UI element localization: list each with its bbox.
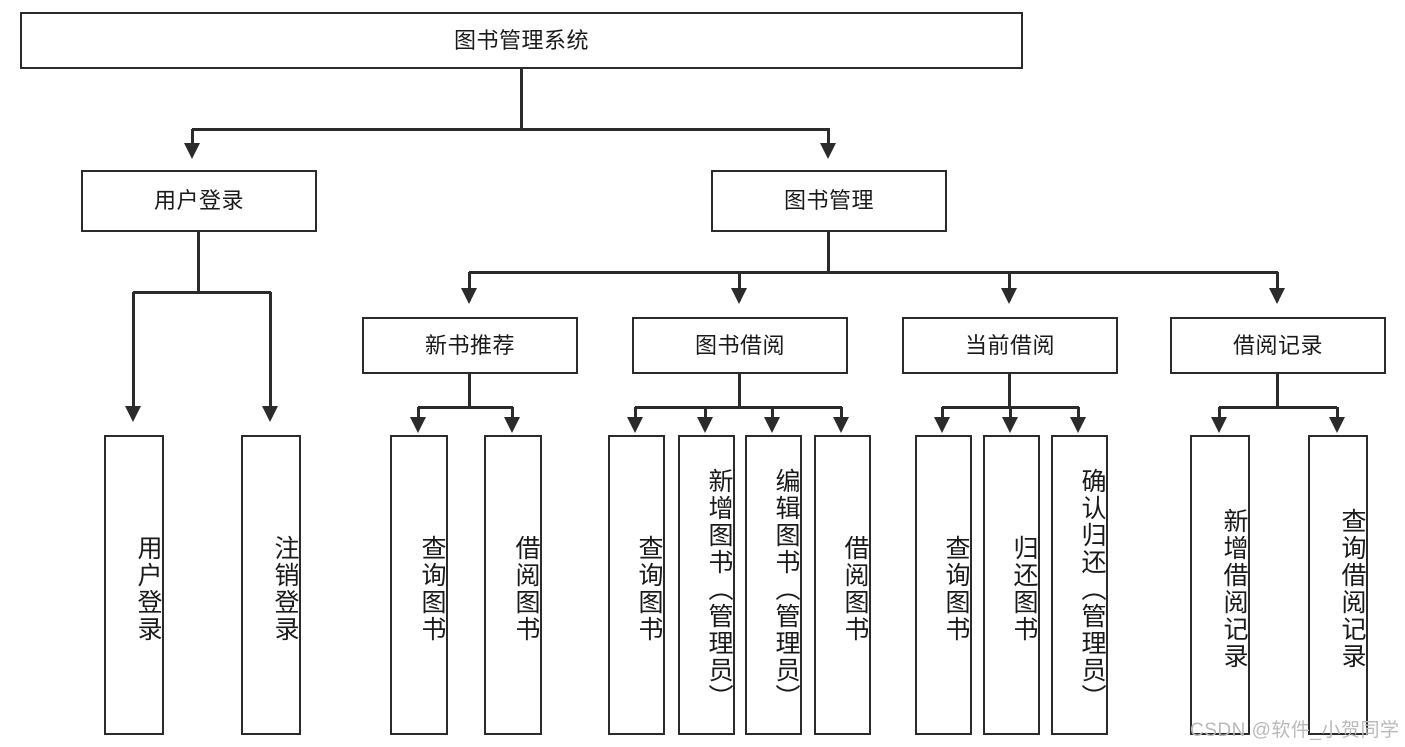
connector-borrow-to-l4 [840,407,843,419]
arrow-to-record-icon [1269,288,1285,304]
node-leaf-查询借阅记录-12: 查询借阅记录 [1308,435,1368,735]
node-level2-图书管理-1: 图书管理 [711,170,947,232]
connector-books-bus [469,271,1278,274]
arrow-to-books-icon [820,143,836,159]
node-level2-用户登录-0: 用户登录 [81,170,317,232]
arrow-borrow-l2-icon [697,417,713,433]
connector-books-to-n4 [1276,272,1279,301]
node-leaf-新增图书管理员-5: 新增图书（管理员） [678,435,735,735]
arrow-to-current-icon [1001,288,1017,304]
arrow-borrow-l4-icon [833,417,849,433]
connector-record-bus [1219,406,1337,409]
connector-login-bus [133,291,271,294]
connector-books-to-n1 [468,272,471,301]
connector-login-to-c2 [269,292,272,418]
connector-new-bus [418,406,513,409]
connector-borrow-to-l1 [634,407,637,419]
connector-new-to-l1 [417,407,420,419]
connector-current-to-l1 [941,407,944,419]
node-leaf-新增借阅记录-11: 新增借阅记录 [1190,435,1250,735]
arrow-record-l1-icon [1211,417,1227,433]
node-leaf-注销登录-1: 注销登录 [241,435,301,735]
node-level3-图书借阅-1: 图书借阅 [632,317,848,374]
node-leaf-查询图书-2: 查询图书 [390,435,448,735]
arrow-borrow-l1-icon [627,417,643,433]
connector-current-to-l3 [1077,407,1080,419]
arrow-to-login-c1-icon [125,406,141,422]
arrow-to-login-c2-icon [262,406,278,422]
node-leaf-确认归还管理员-10: 确认归还（管理员） [1051,435,1108,735]
arrow-record-l2-icon [1329,417,1345,433]
node-level3-当前借阅-2: 当前借阅 [902,317,1118,374]
connector-record-to-l1 [1218,407,1221,419]
node-level3-新书推荐-0: 新书推荐 [362,317,578,374]
node-leaf-查询图书-8: 查询图书 [915,435,972,735]
connector-borrow-to-l3 [771,407,774,419]
arrow-to-borrow-icon [731,288,747,304]
connector-borrow-to-l2 [704,407,707,419]
connector-record-to-l2 [1336,407,1339,419]
connector-new-to-l2 [511,407,514,419]
connector-login-stem [197,232,200,292]
connector-login-to-c1 [132,292,135,418]
connector-root-to-login [191,129,194,155]
connector-new-stem [468,374,471,407]
node-leaf-借阅图书-7: 借阅图书 [814,435,871,735]
arrow-to-login-icon [184,143,200,159]
connector-borrow-stem [738,374,741,407]
connector-current-stem [1008,374,1011,407]
arrow-borrow-l3-icon [764,417,780,433]
connector-root-to-books [827,129,830,155]
watermark-label: CSDN @软件_小贺同学 [1190,720,1400,741]
arrow-new-l2-icon [504,417,520,433]
connector-borrow-bus [635,406,842,409]
connector-books-to-n2 [738,272,741,301]
arrow-current-l1-icon [934,417,950,433]
arrow-current-l2-icon [1002,417,1018,433]
node-root-图书管理系统-0: 图书管理系统 [20,12,1023,69]
node-leaf-编辑图书管理员-6: 编辑图书（管理员） [745,435,802,735]
node-leaf-借阅图书-3: 借阅图书 [484,435,542,735]
node-level3-借阅记录-3: 借阅记录 [1170,317,1386,374]
node-leaf-用户登录-0: 用户登录 [104,435,164,735]
connector-current-to-l2 [1009,407,1012,419]
connector-books-to-n3 [1008,272,1011,301]
arrow-current-l3-icon [1070,417,1086,433]
node-leaf-归还图书-9: 归还图书 [983,435,1040,735]
node-leaf-查询图书-4: 查询图书 [608,435,665,735]
connector-root-bus [192,128,830,131]
connector-books-stem [827,232,830,272]
arrow-new-l1-icon [410,417,426,433]
connector-root-stem [520,69,523,129]
arrow-to-new-icon [461,288,477,304]
connector-record-stem [1276,374,1279,407]
